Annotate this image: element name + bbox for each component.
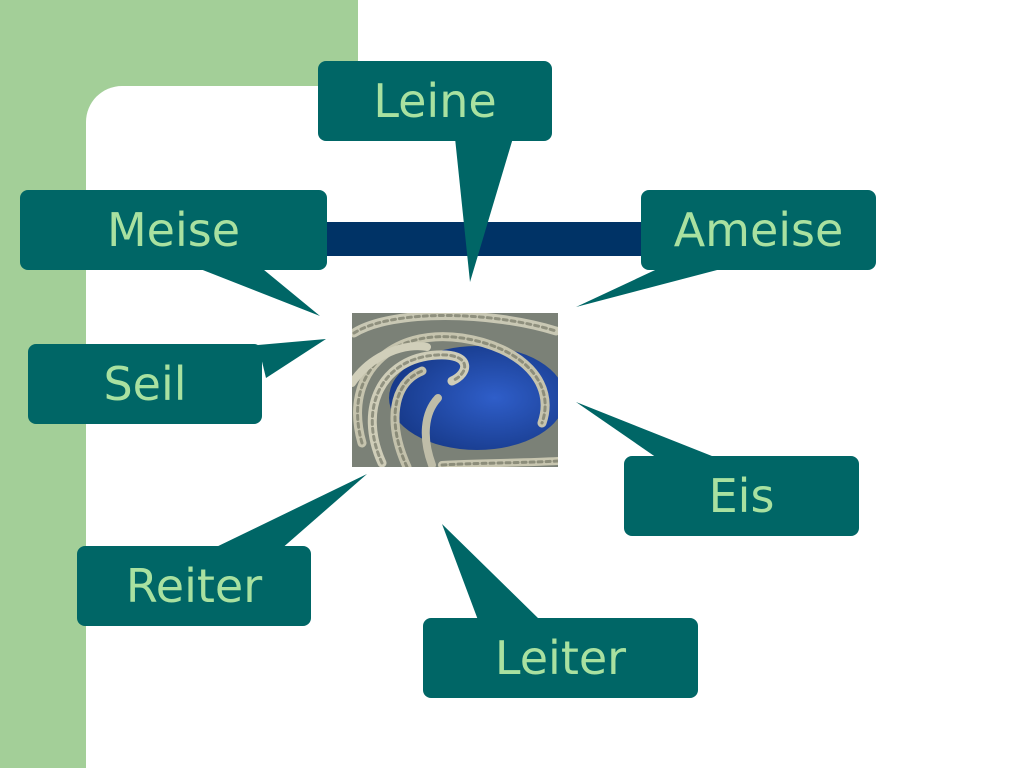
word-leine: Leine: [373, 74, 497, 128]
word-meise: Meise: [106, 203, 241, 257]
word-bubble-meise: Meise: [20, 190, 327, 270]
word-leiter: Leiter: [494, 631, 627, 685]
word-bubble-leiter: Leiter: [423, 618, 698, 698]
word-ameise: Ameise: [673, 203, 844, 257]
word-eis: Eis: [708, 469, 775, 523]
pointer-reiter: [210, 474, 367, 550]
pointer-leine: [455, 138, 513, 282]
word-bubble-ameise: Ameise: [641, 190, 876, 270]
word-bubble-seil: Seil: [28, 344, 262, 424]
word-seil: Seil: [103, 357, 187, 411]
pointer-meise: [190, 265, 320, 316]
word-bubble-eis: Eis: [624, 456, 859, 536]
pointer-ameise: [576, 264, 740, 307]
word-bubble-leine: Leine: [318, 61, 552, 141]
pointer-seil: [258, 339, 326, 378]
word-bubble-reiter: Reiter: [77, 546, 311, 626]
pointer-eis: [576, 402, 722, 460]
word-reiter: Reiter: [125, 559, 263, 613]
rope-image: [352, 313, 558, 467]
pointer-leiter: [442, 524, 540, 620]
